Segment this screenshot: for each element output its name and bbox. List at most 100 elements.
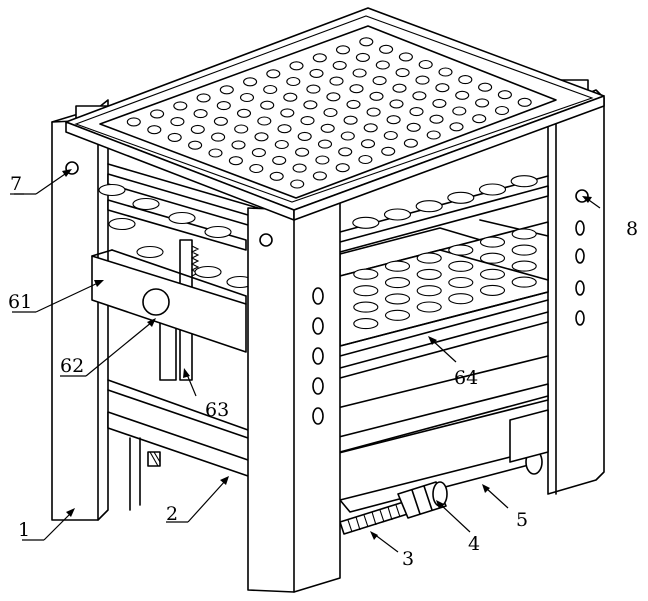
perforation-hole	[250, 165, 263, 173]
perforation-hole	[324, 109, 337, 117]
tray-slot	[481, 269, 505, 279]
lift-mechanism	[92, 240, 246, 380]
perforation-hole	[473, 115, 486, 123]
leg-back-left	[52, 100, 108, 520]
perforation-hole	[310, 69, 323, 77]
perforation-hole	[390, 100, 403, 108]
perforation-hole	[384, 132, 397, 140]
perforation-hole	[174, 102, 187, 110]
perforation-hole	[496, 107, 509, 115]
perforation-hole	[387, 116, 400, 124]
tray-slot	[449, 278, 473, 288]
perforation-hole	[264, 86, 277, 94]
perforation-hole	[453, 107, 466, 115]
perforation-hole	[419, 61, 432, 69]
perforation-hole	[364, 124, 377, 132]
perforation-hole	[301, 117, 314, 125]
perforation-hole	[367, 108, 380, 116]
label-1: 1	[18, 519, 30, 541]
perforation-hole	[258, 117, 271, 125]
label-8: 8	[626, 218, 638, 240]
perforation-hole	[433, 99, 446, 107]
perforation-hole	[337, 46, 350, 54]
perforation-hole	[235, 125, 248, 133]
tray-slot	[512, 229, 536, 239]
perforation-hole	[373, 77, 386, 85]
perforation-hole	[296, 148, 309, 156]
perforation-hole	[298, 132, 311, 140]
label-5: 5	[516, 509, 528, 531]
perforation-hole	[209, 149, 222, 157]
tray-slot	[417, 286, 441, 296]
perforation-hole	[353, 69, 366, 77]
perforation-hole	[479, 83, 492, 91]
perforation-hole	[151, 110, 164, 118]
perforation-hole	[229, 157, 242, 165]
label-4: 4	[468, 533, 480, 555]
tray-slot	[354, 286, 378, 296]
gear-wheel	[143, 289, 169, 315]
perforation-hole	[382, 147, 395, 155]
tray-slot	[386, 261, 410, 271]
perforation-hole	[278, 125, 291, 133]
perforation-hole	[333, 61, 346, 69]
tray-slot	[385, 209, 411, 220]
perforation-hole	[284, 93, 297, 101]
perforation-hole	[307, 85, 320, 93]
perforation-hole	[148, 126, 161, 134]
perforation-hole	[290, 62, 303, 70]
label-2: 2	[166, 503, 178, 525]
tray-slot	[481, 253, 505, 263]
tray-slot	[354, 319, 378, 329]
label-61: 61	[8, 291, 32, 313]
perforation-hole	[319, 140, 332, 148]
tray-slot	[169, 213, 195, 224]
perforation-hole	[261, 101, 274, 109]
perforation-hole	[273, 156, 286, 164]
perforation-hole	[413, 92, 426, 100]
leg-back-right	[548, 90, 604, 494]
bolt-hole	[260, 234, 272, 246]
perforation-hole	[476, 99, 489, 107]
perforation-hole	[267, 70, 280, 78]
perforation-hole	[360, 38, 373, 46]
perforation-hole	[359, 156, 372, 164]
perforation-hole	[450, 123, 463, 131]
perforation-hole	[238, 109, 251, 117]
perforation-hole	[291, 180, 304, 188]
perforation-hole	[498, 91, 511, 99]
perforation-hole	[330, 77, 343, 85]
perforation-hole	[347, 100, 360, 108]
perforation-hole	[191, 125, 204, 133]
perforation-hole	[336, 164, 349, 172]
perforation-hole	[194, 110, 207, 118]
tray-slot	[417, 253, 441, 263]
leg-front-left	[248, 194, 340, 592]
tray-slot	[448, 192, 474, 203]
perforation-hole	[313, 54, 326, 62]
perforation-hole	[189, 141, 202, 149]
perforation-hole	[404, 139, 417, 147]
perforation-hole	[344, 116, 357, 124]
perforation-hole	[127, 118, 140, 126]
perforation-hole	[214, 117, 227, 125]
perforation-hole	[396, 69, 409, 77]
perforation-hole	[370, 92, 383, 100]
tray-slot	[449, 294, 473, 304]
perforation-hole	[232, 141, 245, 149]
label-3: 3	[402, 548, 414, 570]
perforation-hole	[427, 131, 440, 139]
label-63: 63	[205, 399, 229, 421]
tray-slot	[416, 201, 442, 212]
tray-slot	[449, 245, 473, 255]
perforation-hole	[171, 118, 184, 126]
perforation-hole	[217, 102, 230, 110]
tray-slot	[353, 217, 379, 228]
perforation-hole	[362, 140, 375, 148]
perforation-hole	[410, 108, 423, 116]
tray-slot	[417, 302, 441, 312]
tray-slot	[386, 278, 410, 288]
tray-slot	[512, 261, 536, 271]
perforation-hole	[316, 156, 329, 164]
